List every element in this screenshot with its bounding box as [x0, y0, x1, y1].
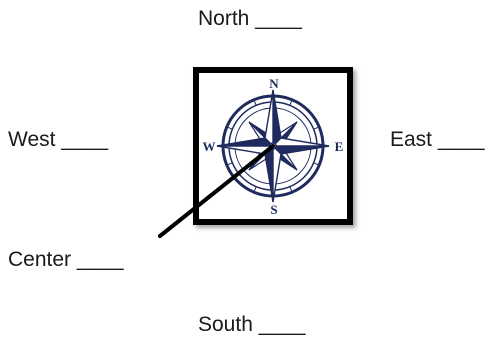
compass-letter-e: E [335, 139, 344, 154]
west-label: West ____ [8, 128, 108, 152]
compass-letter-s: S [270, 202, 277, 217]
east-label: East ____ [390, 128, 485, 152]
center-label: Center ____ [8, 248, 124, 272]
compass-letter-w: W [203, 139, 216, 154]
south-label: South ____ [198, 313, 305, 337]
compass-letter-n: N [269, 76, 279, 91]
north-label: North ____ [198, 7, 302, 31]
